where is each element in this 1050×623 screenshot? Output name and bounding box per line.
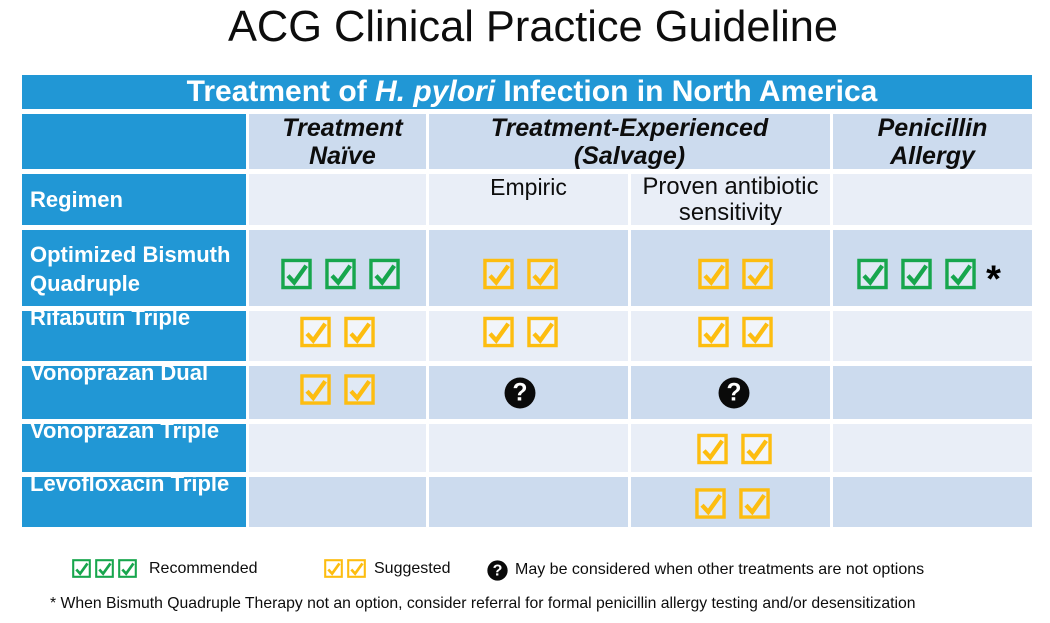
svg-text:?: ?	[512, 379, 527, 406]
svg-text:?: ?	[493, 561, 503, 579]
svg-text:?: ?	[726, 379, 741, 406]
